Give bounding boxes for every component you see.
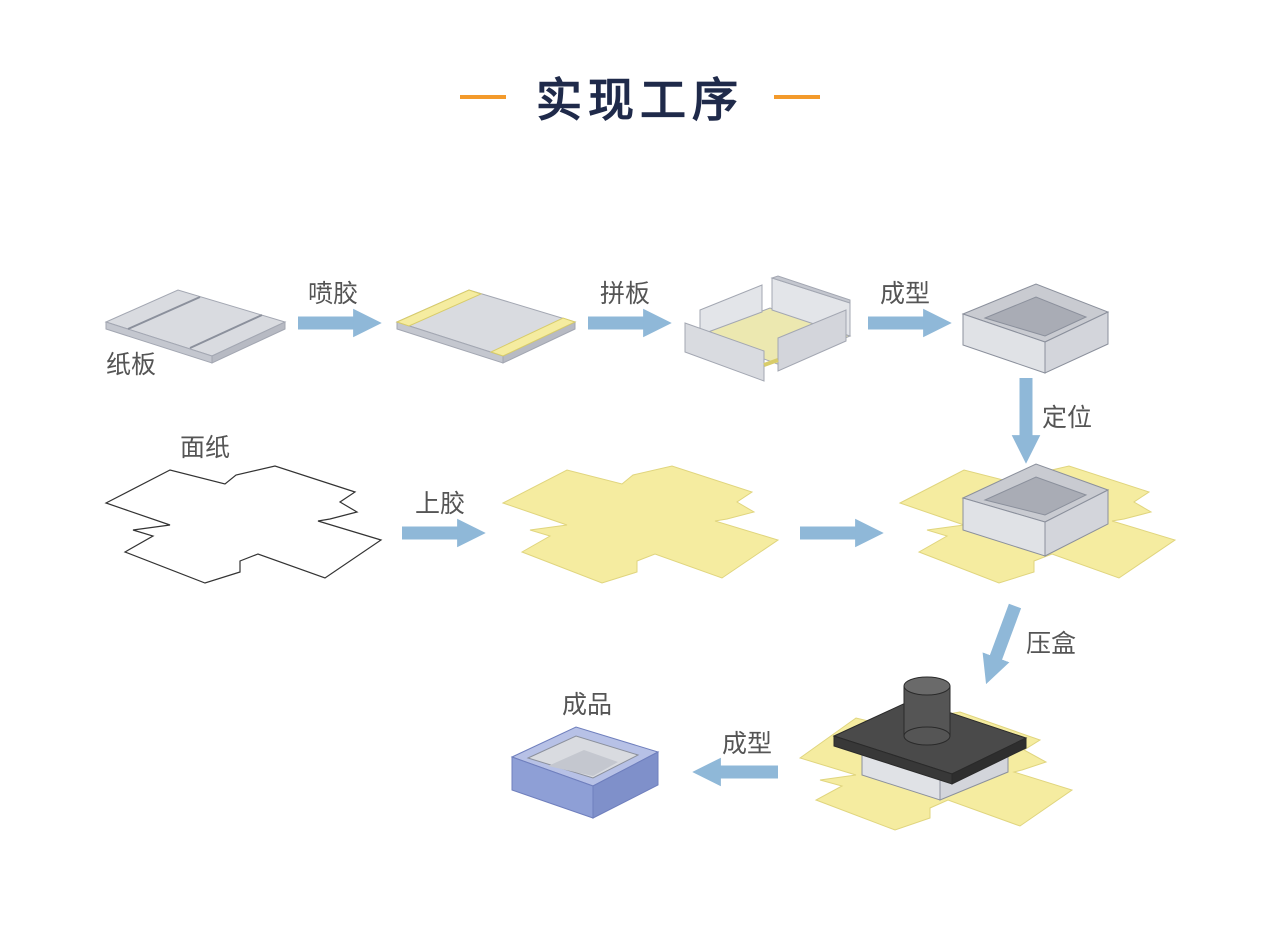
paperboard-sheet (104, 289, 287, 364)
label-paperboard: 纸板 (106, 350, 156, 379)
glued-board (395, 289, 577, 364)
label-form-1: 成型 (880, 279, 930, 308)
title-row: 实现工序 (0, 62, 1280, 132)
label-apply-glue: 上胶 (415, 489, 465, 518)
arrow-press-box (982, 603, 1022, 685)
press-machine (798, 676, 1074, 831)
label-spray-glue: 喷胶 (308, 279, 358, 308)
label-assemble: 拼板 (600, 279, 650, 308)
formed-inner-box (961, 283, 1110, 374)
label-press-box: 压盒 (1026, 629, 1076, 658)
box-on-face-paper (898, 463, 1177, 584)
page-title: 实现工序 (536, 73, 744, 127)
title-dash-right (774, 95, 820, 99)
label-product: 成品 (562, 690, 612, 719)
glued-face-paper (501, 465, 780, 584)
label-form-2: 成型 (722, 729, 772, 758)
face-paper-outline (104, 465, 383, 584)
finished-box (510, 726, 660, 819)
label-position: 定位 (1042, 403, 1092, 432)
title-dash-left (460, 95, 506, 99)
assembling-walls (684, 275, 852, 382)
label-face-paper: 面纸 (180, 433, 230, 462)
